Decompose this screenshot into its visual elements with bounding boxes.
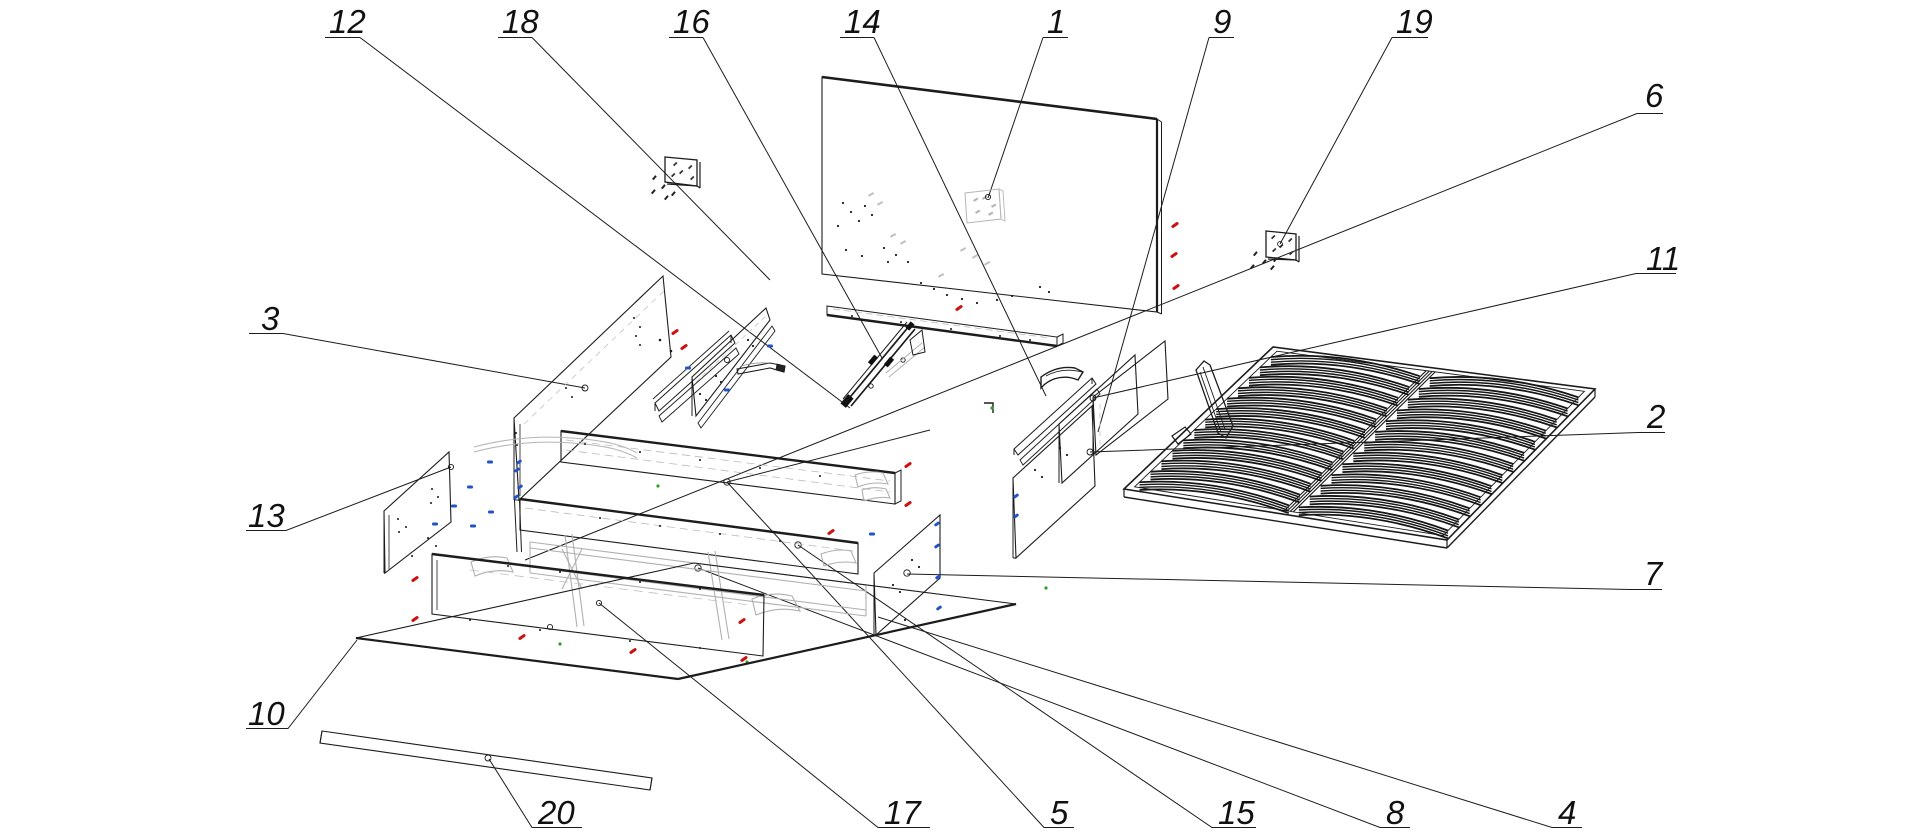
svg-text:2: 2	[1646, 398, 1665, 435]
svg-text:17: 17	[884, 794, 922, 831]
svg-text:11: 11	[1646, 240, 1680, 277]
svg-text:10: 10	[248, 695, 285, 732]
svg-text:19: 19	[1396, 3, 1433, 40]
svg-text:16: 16	[673, 3, 710, 40]
svg-text:8: 8	[1386, 794, 1405, 831]
svg-text:13: 13	[248, 497, 285, 534]
svg-text:20: 20	[537, 794, 575, 831]
svg-text:9: 9	[1213, 3, 1231, 40]
svg-text:6: 6	[1645, 77, 1664, 114]
svg-text:1: 1	[1047, 3, 1065, 40]
svg-text:4: 4	[1558, 794, 1576, 831]
svg-text:5: 5	[1050, 794, 1069, 831]
svg-text:3: 3	[261, 300, 280, 337]
svg-text:18: 18	[502, 3, 539, 40]
svg-text:14: 14	[844, 3, 881, 40]
svg-text:12: 12	[329, 3, 366, 40]
svg-text:15: 15	[1218, 794, 1255, 831]
svg-text:7: 7	[1644, 555, 1664, 592]
